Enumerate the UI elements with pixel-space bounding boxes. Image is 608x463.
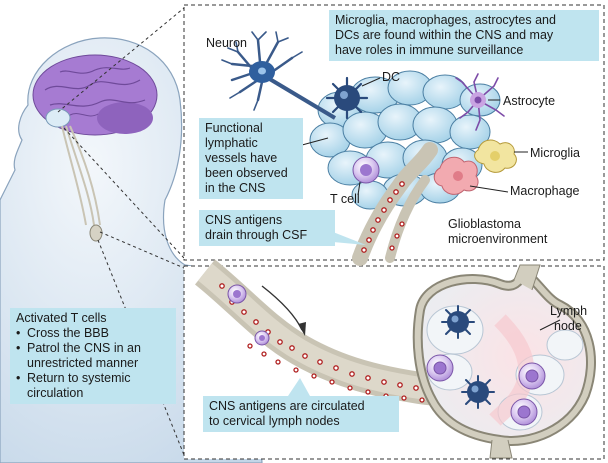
- macrophage-label: Macrophage: [510, 184, 580, 198]
- activated-list: Cross the BBB Patrol the CNS in anunrest…: [16, 326, 170, 401]
- surveillance-box: Microglia, macrophages, astrocytes and D…: [329, 10, 599, 61]
- antigen-dots-top: [361, 181, 405, 253]
- node-label: node: [554, 319, 582, 333]
- csf-line-2: drain through CSF: [205, 228, 308, 242]
- circulated-pointer: [288, 378, 310, 396]
- circulated-box: CNS antigens are circulated to cervical …: [203, 396, 399, 432]
- t-cells-in-vessel: [227, 284, 270, 346]
- surveillance-line-2: DCs are found within the CNS and may: [335, 28, 554, 42]
- microglia: [474, 139, 517, 173]
- csf-pointer: [333, 232, 366, 245]
- dc-label: DC: [382, 70, 401, 84]
- t-cell: [352, 156, 380, 184]
- brain: [32, 54, 158, 136]
- lymphatic-pointer: [301, 137, 329, 146]
- csf-box: CNS antigens drain through CSF: [199, 210, 335, 246]
- dendritic-cell: [325, 76, 369, 120]
- circulated-line-1: CNS antigens are circulated: [209, 399, 365, 413]
- activated-title: Activated T cells: [16, 311, 107, 325]
- astrocyte: [455, 73, 505, 131]
- glioblastoma-label: Glioblastoma: [448, 217, 521, 231]
- neuron: [221, 31, 337, 120]
- astrocyte-label: Astrocyte: [503, 94, 556, 108]
- activated-t-cells-box: Activated T cells Cross the BBB Patrol t…: [10, 308, 176, 404]
- surveillance-line-3: have roles in immune surveillance: [335, 43, 524, 57]
- lymph-label: Lymph: [550, 304, 588, 318]
- microglia-label: Microglia: [530, 146, 581, 160]
- activated-item-1: Cross the BBB: [16, 326, 170, 341]
- lymphatic-line-5: in the CNS: [205, 181, 266, 195]
- lymphatic-line-4: been observed: [205, 166, 288, 180]
- surveillance-line-1: Microglia, macrophages, astrocytes and: [335, 13, 556, 27]
- circulated-line-2: to cervical lymph nodes: [209, 414, 340, 428]
- lymphatic-line-2: lymphatic: [205, 136, 258, 150]
- macrophage: [433, 156, 479, 195]
- lymphatic-vessels-box: Functional lymphatic vessels have been o…: [199, 118, 303, 199]
- t-cell-label: T cell: [330, 192, 360, 206]
- csf-line-1: CNS antigens: [205, 213, 283, 227]
- lymph-node-dcs: [441, 305, 495, 409]
- lymphatic-line-1: Functional: [205, 121, 263, 135]
- microenvironment-label: microenvironment: [448, 232, 548, 246]
- lymphatic-line-3: vessels have: [205, 151, 278, 165]
- spinal-lymph-vessels: [61, 125, 103, 242]
- neuron-label: Neuron: [206, 36, 247, 50]
- lymph-node-t-cells: [426, 354, 546, 426]
